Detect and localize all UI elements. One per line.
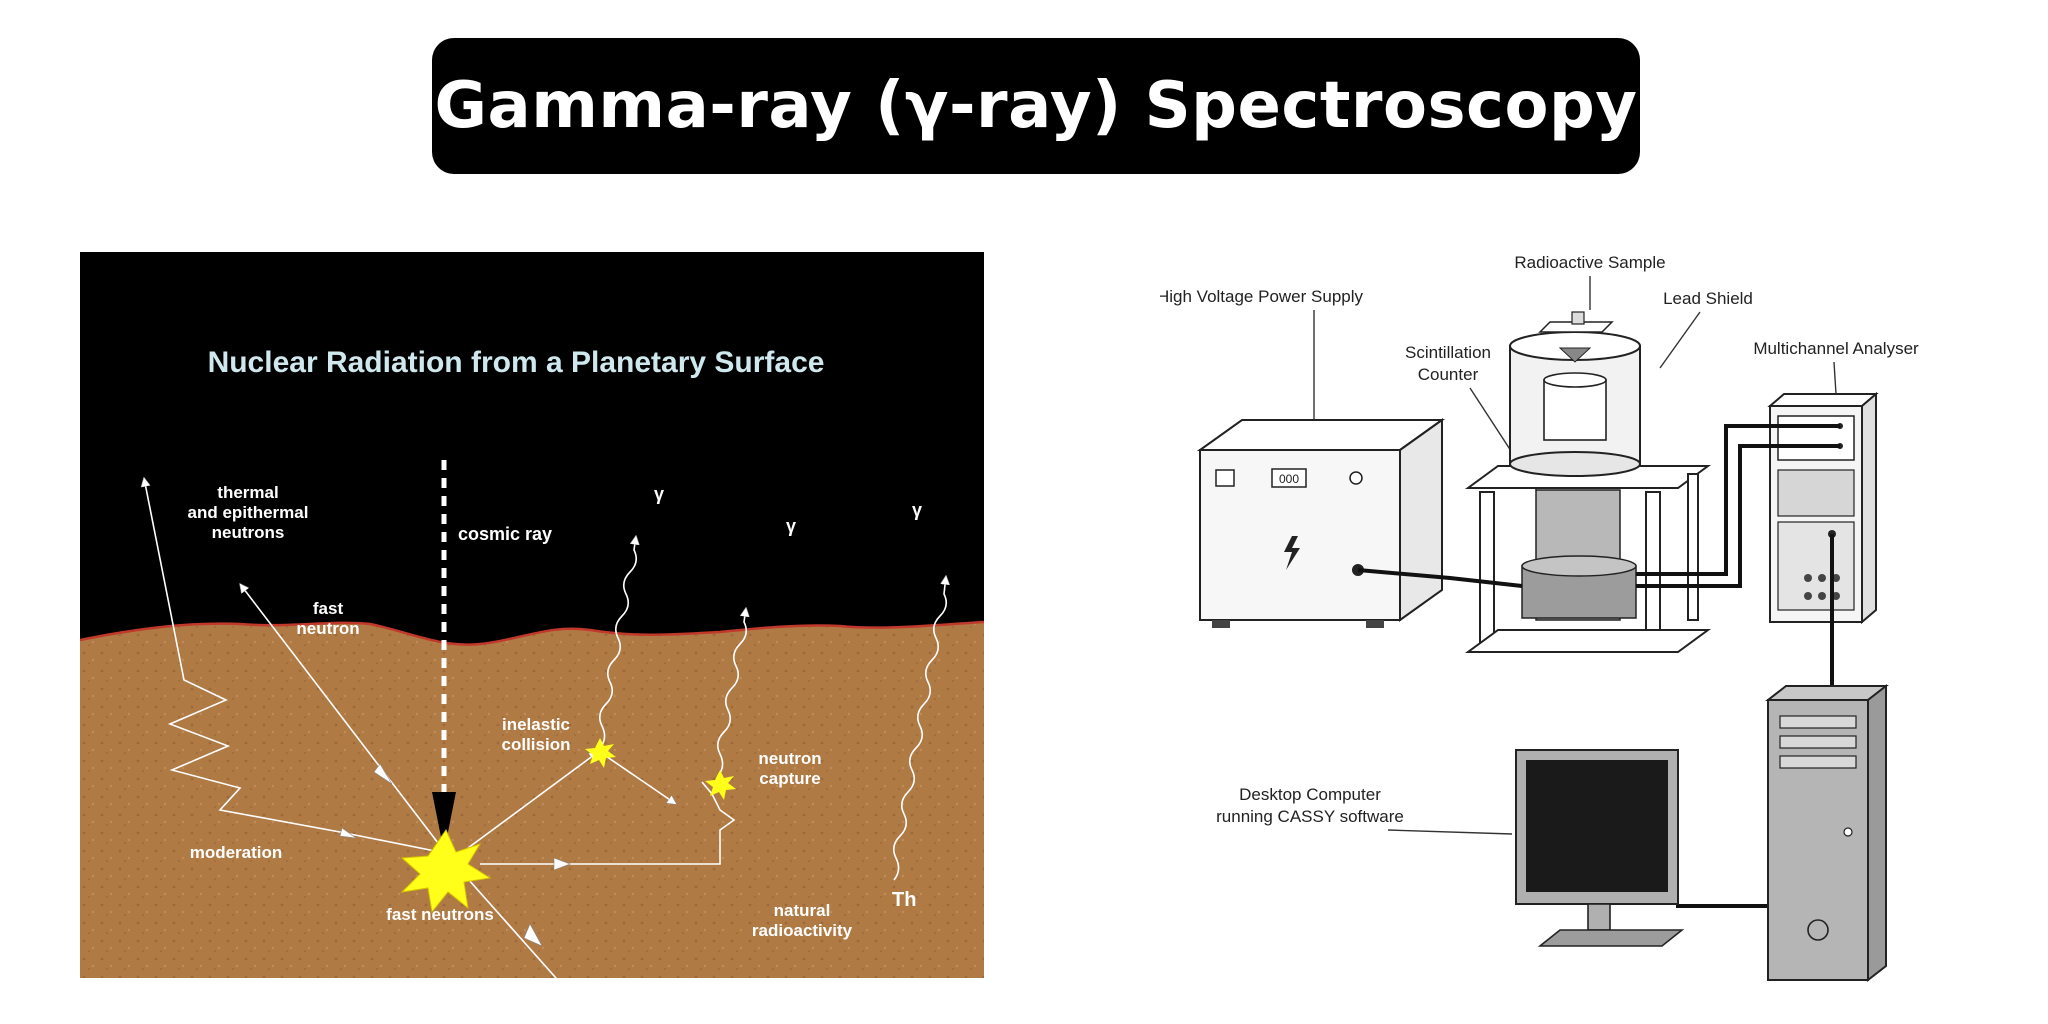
label-natural-2: radioactivity xyxy=(752,921,853,940)
leader-multichannel xyxy=(1833,361,1837,395)
lead-shield xyxy=(1509,331,1641,477)
desktop-tower xyxy=(1765,683,1889,983)
high-voltage-icon xyxy=(1284,536,1300,570)
cable-psu-to-detector xyxy=(1357,568,1523,588)
inelastic-spark xyxy=(585,738,616,768)
power-button-icon xyxy=(1807,919,1829,941)
label-capture-1: neutron xyxy=(758,749,821,768)
cable-detector-to-mca-2 xyxy=(1636,444,1840,588)
label-inelastic-2: collision xyxy=(502,735,571,754)
title-banner: Gamma-ray (γ-ray) Spectroscopy xyxy=(432,38,1640,174)
thermal-neutron-path xyxy=(144,478,441,853)
high-voltage-power-supply: 000 xyxy=(1196,418,1446,628)
page-title: Gamma-ray (γ-ray) Spectroscopy xyxy=(434,69,1638,143)
leader-lead-shield xyxy=(1659,311,1701,369)
cable-detector-to-mca-1 xyxy=(1636,424,1840,576)
label-gamma-3: γ xyxy=(912,500,922,520)
capture-spark xyxy=(705,770,736,800)
label-thermal-2: and epithermal xyxy=(188,503,309,522)
label-fast-neutrons: fast neutrons xyxy=(386,905,494,924)
label-thermal-3: neutrons xyxy=(212,523,285,542)
neutron-to-inelastic xyxy=(467,752,598,849)
label-moderation: moderation xyxy=(190,843,283,862)
cosmic-ray-arrowhead xyxy=(432,792,456,852)
moderation-arrowhead xyxy=(339,827,357,839)
label-gamma-2: γ xyxy=(786,516,796,536)
fast-neutron-path xyxy=(240,584,449,857)
label-lead-shield: Lead Shield xyxy=(1663,289,1753,308)
label-natural-1: natural xyxy=(774,901,831,920)
gamma-wave-inelastic xyxy=(598,536,637,749)
spectroscopy-apparatus-diagram: Radioactive Sample High Voltage Power Su… xyxy=(1160,253,1919,983)
fast-neutron-arrowhead xyxy=(373,763,393,785)
label-thermal-1: thermal xyxy=(217,483,278,502)
capture-arrowhead xyxy=(553,857,571,871)
label-thorium: Th xyxy=(892,889,916,911)
label-inelastic-1: inelastic xyxy=(502,715,570,734)
inelastic-scatter xyxy=(599,751,676,804)
gamma-wave-natural xyxy=(892,576,947,881)
multichannel-analyser xyxy=(1767,391,1879,625)
desktop-monitor xyxy=(1515,749,1685,947)
label-cosmic-ray: cosmic ray xyxy=(458,524,552,544)
label-scintillation-2: Counter xyxy=(1418,365,1479,384)
label-capture-2: capture xyxy=(759,769,820,788)
label-desktop-1: Desktop Computer xyxy=(1239,785,1381,804)
downward-neutron-path xyxy=(459,869,557,978)
label-multichannel: Multichannel Analyser xyxy=(1753,339,1919,358)
fast-neutron-burst xyxy=(400,828,492,914)
radioactive-sample xyxy=(1538,311,1614,333)
scintillation-counter xyxy=(1521,489,1637,621)
label-desktop-2: running CASSY software xyxy=(1216,807,1404,826)
leader-desktop xyxy=(1387,829,1513,835)
label-gamma-1: γ xyxy=(654,484,664,504)
downward-arrowhead xyxy=(523,923,543,947)
horizon-line xyxy=(80,620,984,646)
label-high-voltage: High Voltage Power Supply xyxy=(1160,287,1364,306)
label-radioactive-sample: Radioactive Sample xyxy=(1514,253,1665,272)
planetary-radiation-diagram: Nuclear Radiation from a Planetary Surfa… xyxy=(80,252,984,978)
label-scintillation-1: Scintillation xyxy=(1405,343,1491,362)
label-fast-neutron-1: fast xyxy=(313,599,344,618)
gamma-wave-capture xyxy=(716,608,747,777)
label-fast-neutron-2: neutron xyxy=(296,619,359,638)
left-heading: Nuclear Radiation from a Planetary Surfa… xyxy=(208,346,825,379)
psu-display: 000 xyxy=(1279,472,1299,486)
